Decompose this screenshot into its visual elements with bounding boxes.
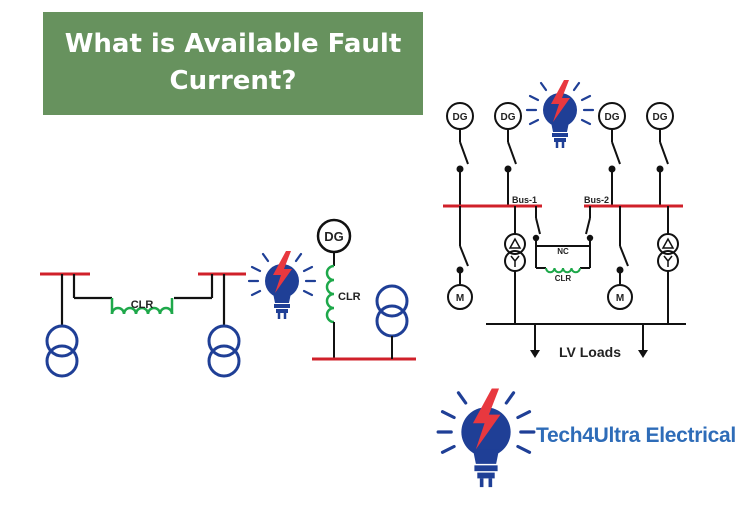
left-reactor-coil bbox=[110, 306, 174, 315]
transformer-1 bbox=[504, 233, 526, 272]
right-diagram: DG DG DG DG bbox=[443, 78, 686, 360]
middle-reactor-label: CLR bbox=[338, 291, 361, 303]
lightning-bulb-icon bbox=[247, 249, 317, 321]
svg-text:DG: DG bbox=[453, 112, 468, 123]
generator-4: DG bbox=[646, 102, 674, 130]
page-title: What is Available Fault Current? bbox=[43, 26, 423, 100]
brand-logo bbox=[436, 386, 536, 489]
lv-loads-label: LV Loads bbox=[559, 344, 621, 360]
lightning-bulb-icon bbox=[525, 78, 595, 150]
middle-diagram: DG CLR bbox=[312, 218, 416, 361]
left-reactor-label: CLR bbox=[131, 299, 154, 311]
generator-label: DG bbox=[324, 229, 344, 244]
left-diagram: CLR bbox=[40, 272, 246, 378]
lightning-bulb-icon bbox=[436, 386, 536, 489]
svg-text:M: M bbox=[456, 293, 464, 304]
generator-1: DG bbox=[446, 102, 474, 130]
svg-text:DG: DG bbox=[501, 112, 516, 123]
svg-text:M: M bbox=[616, 293, 624, 304]
generator-3: DG bbox=[598, 102, 626, 130]
left-transformer-2 bbox=[207, 324, 241, 378]
bus-1-label: Bus-1 bbox=[512, 195, 537, 205]
svg-text:DG: DG bbox=[605, 112, 620, 123]
bus-2-label: Bus-2 bbox=[584, 195, 609, 205]
transformer-2 bbox=[657, 233, 679, 272]
motor-1: M bbox=[447, 284, 473, 310]
title-line-1: What is Available Fault bbox=[64, 29, 402, 59]
tie-reactor-coil bbox=[545, 267, 581, 274]
middle-reactor-coil bbox=[325, 264, 335, 324]
tie-reactor-label: CLR bbox=[555, 274, 572, 283]
left-transformer-1 bbox=[45, 324, 79, 378]
tie-label: NC bbox=[557, 247, 569, 256]
generator-2: DG bbox=[494, 102, 522, 130]
motor-2: M bbox=[607, 284, 633, 310]
title-banner: What is Available Fault Current? bbox=[43, 12, 423, 115]
title-line-2: Current? bbox=[169, 66, 297, 96]
svg-text:DG: DG bbox=[653, 112, 668, 123]
middle-transformer bbox=[375, 284, 409, 338]
brand-name: Tech4Ultra Electrical bbox=[536, 424, 736, 447]
